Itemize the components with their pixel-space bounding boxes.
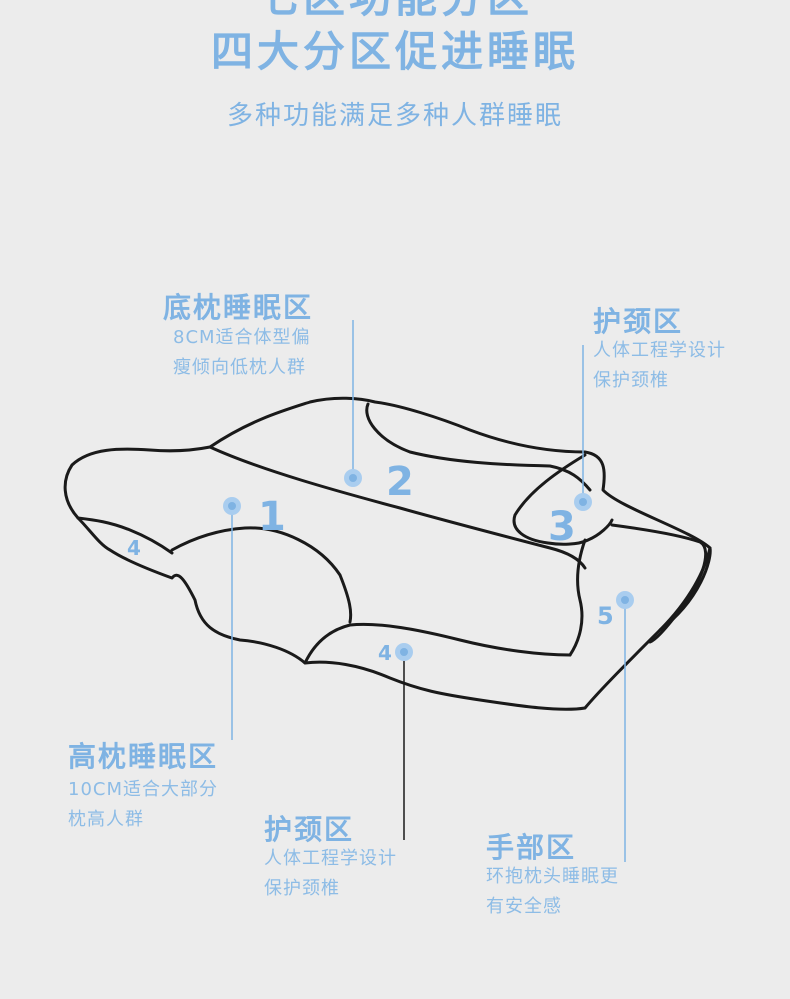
zone-numbers: 1 2 3 4 4 5 [127, 459, 614, 665]
zone-low-title: 底枕睡眠区 [163, 291, 314, 324]
zone-neck-bottom-desc-line2: 保护颈椎 [264, 878, 340, 899]
zone2-raised-edge [365, 402, 592, 492]
leader-lines [231, 320, 626, 862]
zone-neck-top-desc-line2: 保护颈椎 [593, 370, 669, 391]
zone3-curl [512, 453, 614, 546]
zone-number-4-left: 4 [127, 536, 141, 560]
zone5-curve [610, 523, 708, 644]
page-title: 四大分区促进睡眠 [210, 27, 579, 76]
zone4-left-wing [76, 516, 174, 555]
dot-zone5-core [621, 596, 629, 604]
top-title-cropped: 七区功能分区 [0, 0, 790, 25]
dot-zone2-core [349, 474, 357, 482]
page-subtitle: 多种功能满足多种人群睡眠 [226, 101, 563, 131]
zone-number-1: 1 [258, 494, 286, 540]
zone-hand-desc-line1: 环抱枕头睡眠更 [486, 866, 619, 887]
zone-high-desc-line1: 10CM适合大部分 [68, 779, 219, 800]
zone-number-2: 2 [386, 459, 414, 505]
zone-hand-desc-line2: 有安全感 [486, 896, 562, 917]
zone-number-4-bottom: 4 [378, 641, 392, 665]
zone4-bottom-lip [303, 622, 572, 665]
zone5-inner [658, 546, 712, 632]
zone-high-desc-line2: 枕高人群 [68, 809, 144, 830]
pillow-top-ridge [208, 445, 587, 570]
zone-dots [223, 469, 634, 661]
zone-neck-bottom-title: 护颈区 [264, 813, 355, 846]
zone-number-5: 5 [597, 602, 614, 630]
zone-low-desc-line2: 瘦倾向低枕人群 [173, 357, 306, 378]
pillow-outline [63, 396, 712, 711]
zone3-side [568, 538, 587, 657]
zone-neck-top-title: 护颈区 [593, 305, 684, 338]
dot-zone1-core [228, 502, 236, 510]
zone-low-desc-line1: 8CM适合体型偏 [173, 327, 311, 348]
zone1-front-edge [170, 526, 353, 624]
zone-number-3: 3 [548, 504, 576, 550]
zone-neck-top-desc-line1: 人体工程学设计 [593, 340, 726, 361]
zone-high-title: 高枕睡眠区 [68, 740, 219, 773]
pillow-outer-edge [63, 396, 712, 711]
dot-zone4-core [400, 648, 408, 656]
zone-hand-title: 手部区 [486, 831, 577, 864]
zone-neck-bottom-desc-line1: 人体工程学设计 [264, 848, 397, 869]
dot-zone3-core [579, 498, 587, 506]
